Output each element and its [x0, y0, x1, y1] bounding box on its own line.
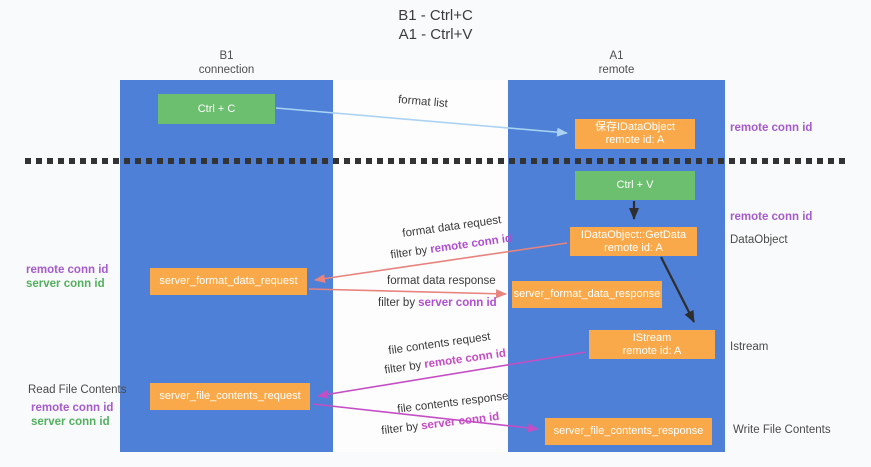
server-file-contents-response-label: server_file_contents_response: [553, 425, 704, 437]
remote-conn-id-label-right-2: remote conn id: [730, 211, 813, 223]
server-conn-id-label-left-2: server conn id: [31, 415, 110, 428]
istream-box: IStream remote id: A: [589, 330, 715, 359]
server-format-data-request-box: server_format_data_request: [150, 268, 307, 295]
read-file-contents-label: Read File Contents: [28, 384, 127, 396]
istream-side-label: Istream: [730, 341, 769, 353]
dataobject-label: DataObject: [730, 234, 788, 246]
server-file-contents-response-box: server_file_contents_response: [545, 418, 712, 445]
write-file-contents-label: Write File Contents: [733, 424, 831, 436]
column-right-header: A1 remote: [508, 49, 725, 77]
title-line-1: B1 - Ctrl+C: [398, 7, 473, 24]
server-file-contents-request-label: server_file_contents_request: [159, 390, 301, 402]
filter-by-text: filter by: [378, 297, 416, 309]
conn-ids-label-left-2: remote conn id server conn id: [31, 402, 113, 429]
ctrl-c-label: Ctrl + C: [197, 102, 236, 115]
column-right-title: A1: [609, 50, 624, 62]
column-right-subtitle: remote: [598, 64, 635, 76]
ctrl-v-label: Ctrl + V: [616, 179, 654, 191]
istream-line2: remote id: A: [622, 344, 682, 357]
remote-conn-id-label-right-1: remote conn id: [730, 122, 813, 134]
getdata-line1: IDataObject::GetData: [580, 228, 687, 241]
column-left-title: B1: [219, 50, 234, 62]
server-file-contents-request-box: server_file_contents_request: [150, 383, 310, 410]
title-line-2: A1 - Ctrl+V: [398, 26, 473, 43]
getdata-line2: remote id: A: [604, 241, 663, 254]
save-idataobject-line1: 保存IDataObject: [594, 121, 676, 133]
remote-conn-id-label-left-2: remote conn id: [31, 402, 114, 414]
save-idataobject-box: 保存IDataObject remote id: A: [575, 119, 695, 149]
save-idataobject-line2: remote id: A: [605, 134, 665, 146]
remote-conn-id-label-left-1: remote conn id: [26, 264, 109, 276]
server-conn-id-highlight: server conn id: [418, 297, 497, 309]
format-data-response-label: format data response: [387, 275, 496, 287]
ctrl-v-box: Ctrl + V: [575, 171, 695, 200]
server-format-data-response-label: server_format_data_response: [513, 288, 661, 300]
server-format-data-request-label: server_format_data_request: [159, 275, 298, 287]
server-conn-id-label-left-1: server conn id: [26, 277, 105, 290]
server-format-data-response-box: server_format_data_response: [512, 281, 662, 308]
istream-line1: IStream: [632, 331, 672, 344]
conn-ids-label-left-1: remote conn id server conn id: [26, 264, 108, 291]
divider-dashed-line: [25, 158, 845, 164]
getdata-box: IDataObject::GetData remote id: A: [570, 227, 697, 256]
ctrl-c-box: Ctrl + C: [158, 94, 275, 124]
diagram-title: B1 - Ctrl+C A1 - Ctrl+V: [0, 6, 871, 44]
column-left-header: B1 connection: [120, 49, 333, 77]
column-left-subtitle: connection: [198, 64, 255, 76]
